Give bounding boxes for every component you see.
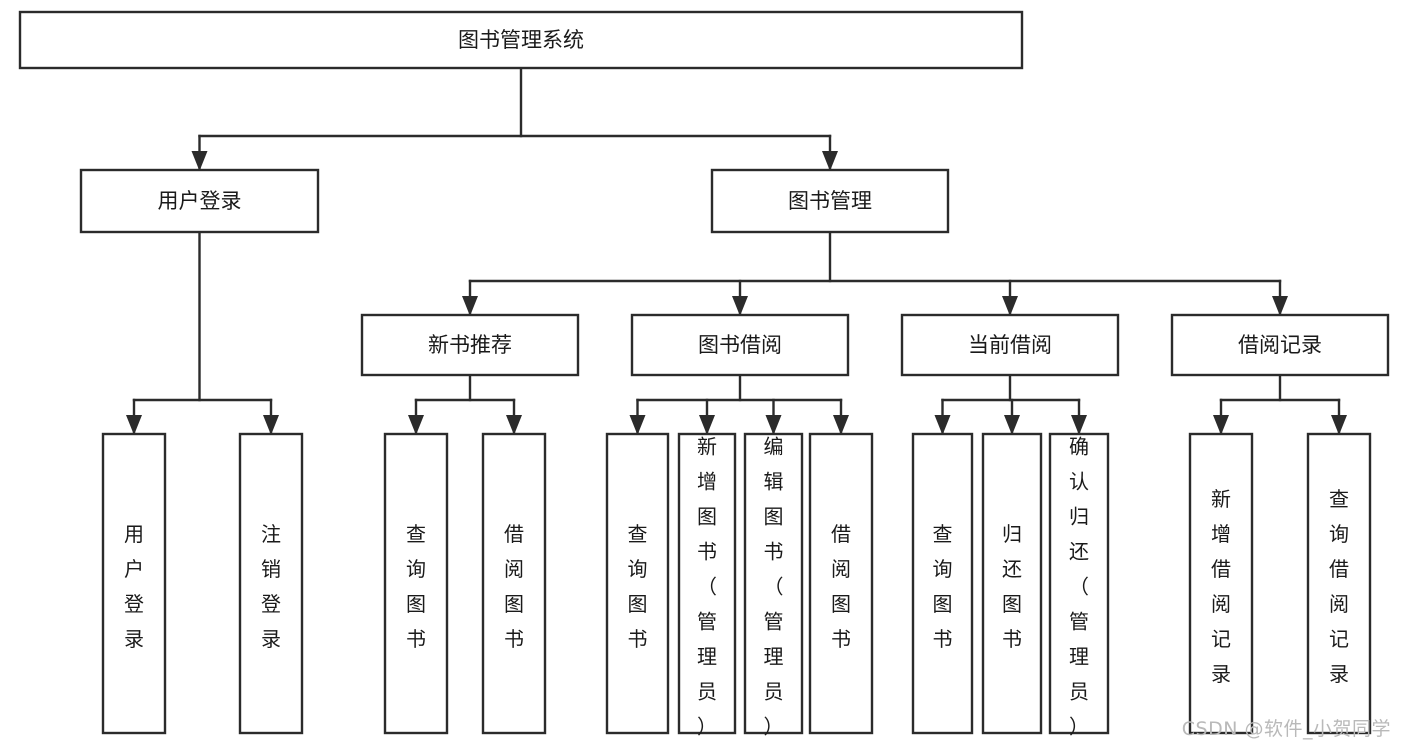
node-label-leaf-query-book-2: 查询图书 <box>628 522 648 651</box>
node-leaf-return-book[interactable]: 归还图书 <box>981 432 1043 735</box>
node-label-leaf-edit-book: 编辑图书（管理员） <box>764 434 784 738</box>
node-leaf-borrow-book-1[interactable]: 借阅图书 <box>481 432 547 735</box>
node-leaf-borrow-book-2[interactable]: 借阅图书 <box>808 432 874 735</box>
node-leaf-add-record[interactable]: 新增借阅记录 <box>1188 432 1254 735</box>
node-box-leaf-user-login <box>101 432 167 735</box>
node-label-leaf-query-record: 查询借阅记录 <box>1329 487 1349 686</box>
node-box-borrow <box>630 313 850 377</box>
node-current[interactable]: 当前借阅 <box>900 313 1120 377</box>
node-label-leaf-query-book-3: 查询图书 <box>933 522 953 651</box>
connector-arrowhead <box>1071 415 1087 435</box>
node-box-leaf-add-book <box>677 432 737 735</box>
watermark-label: CSDN @软件_小贺同学 <box>1181 718 1391 740</box>
connector-layer <box>126 66 1347 435</box>
connector-arrowhead <box>1331 415 1347 435</box>
node-label-borrow: 图书借阅 <box>698 333 782 357</box>
connector-arrowhead <box>765 415 782 435</box>
node-box-leaf-confirm-return <box>1048 432 1110 735</box>
node-login[interactable]: 用户登录 <box>79 168 320 234</box>
node-box-records <box>1170 313 1390 377</box>
node-box-leaf-query-book-3 <box>911 432 974 735</box>
connector-arrowhead <box>126 415 142 435</box>
node-box-newbook <box>360 313 580 377</box>
connector-arrowhead <box>462 296 478 316</box>
node-root[interactable]: 图书管理系统 <box>18 10 1024 70</box>
node-leaf-query-book-2[interactable]: 查询图书 <box>605 432 670 735</box>
node-label-bookmgmt: 图书管理 <box>788 189 872 213</box>
connector-arrowhead <box>1213 415 1229 435</box>
node-label-leaf-user-logout: 注销登录 <box>261 522 281 651</box>
node-newbook[interactable]: 新书推荐 <box>360 313 580 377</box>
connector-arrowhead <box>732 296 748 316</box>
node-box-login <box>79 168 320 234</box>
node-box-root <box>18 10 1024 70</box>
node-leaf-query-record[interactable]: 查询借阅记录 <box>1306 432 1372 735</box>
connector-arrowhead <box>833 415 849 435</box>
node-box-leaf-query-book-1 <box>383 432 449 735</box>
connector-arrowhead <box>822 151 838 171</box>
node-label-newbook: 新书推荐 <box>428 333 512 357</box>
node-box-leaf-borrow-book-2 <box>808 432 874 735</box>
node-box-current <box>900 313 1120 377</box>
node-label-current: 当前借阅 <box>968 333 1052 357</box>
node-box-leaf-add-record <box>1188 432 1254 735</box>
node-leaf-add-book[interactable]: 新增图书（管理员） <box>677 432 737 738</box>
node-leaf-query-book-1[interactable]: 查询图书 <box>383 432 449 735</box>
node-box-leaf-borrow-book-1 <box>481 432 547 735</box>
node-label-records: 借阅记录 <box>1238 333 1322 357</box>
connector-arrowhead <box>1272 296 1288 316</box>
node-label-leaf-add-record: 新增借阅记录 <box>1211 487 1231 686</box>
node-label-leaf-user-login: 用户登录 <box>124 522 144 651</box>
node-leaf-user-logout[interactable]: 注销登录 <box>238 432 304 735</box>
node-label-leaf-borrow-book-1: 借阅图书 <box>504 522 524 651</box>
connector-arrowhead <box>699 415 715 435</box>
node-leaf-query-book-3[interactable]: 查询图书 <box>911 432 974 735</box>
connector-arrowhead <box>934 415 951 435</box>
connector-arrowhead <box>263 415 279 435</box>
connector-arrowhead <box>408 415 424 435</box>
node-label-leaf-borrow-book-2: 借阅图书 <box>831 522 851 651</box>
node-label-leaf-return-book: 归还图书 <box>1002 522 1022 651</box>
node-layer: 图书管理系统用户登录图书管理新书推荐图书借阅当前借阅借阅记录用户登录注销登录查询… <box>18 10 1390 738</box>
node-label-leaf-confirm-return: 确认归还（管理员） <box>1069 434 1089 738</box>
connector-arrowhead <box>1002 296 1018 316</box>
node-label-login: 用户登录 <box>158 189 242 213</box>
connector-arrowhead <box>191 151 208 171</box>
node-box-leaf-query-book-2 <box>605 432 670 735</box>
node-leaf-edit-book[interactable]: 编辑图书（管理员） <box>743 432 804 738</box>
node-label-leaf-add-book: 新增图书（管理员） <box>697 434 717 738</box>
node-box-bookmgmt <box>710 168 950 234</box>
node-borrow[interactable]: 图书借阅 <box>630 313 850 377</box>
node-box-leaf-user-logout <box>238 432 304 735</box>
node-box-leaf-return-book <box>981 432 1043 735</box>
node-leaf-user-login[interactable]: 用户登录 <box>101 432 167 735</box>
node-leaf-confirm-return[interactable]: 确认归还（管理员） <box>1048 432 1110 738</box>
node-label-root: 图书管理系统 <box>458 28 584 52</box>
node-box-leaf-query-record <box>1306 432 1372 735</box>
node-records[interactable]: 借阅记录 <box>1170 313 1390 377</box>
connector-arrowhead <box>1004 415 1020 435</box>
node-box-leaf-edit-book <box>743 432 804 735</box>
node-bookmgmt[interactable]: 图书管理 <box>710 168 950 234</box>
connector-arrowhead <box>506 415 522 435</box>
node-label-leaf-query-book-1: 查询图书 <box>406 522 426 651</box>
connector-arrowhead <box>629 415 646 435</box>
